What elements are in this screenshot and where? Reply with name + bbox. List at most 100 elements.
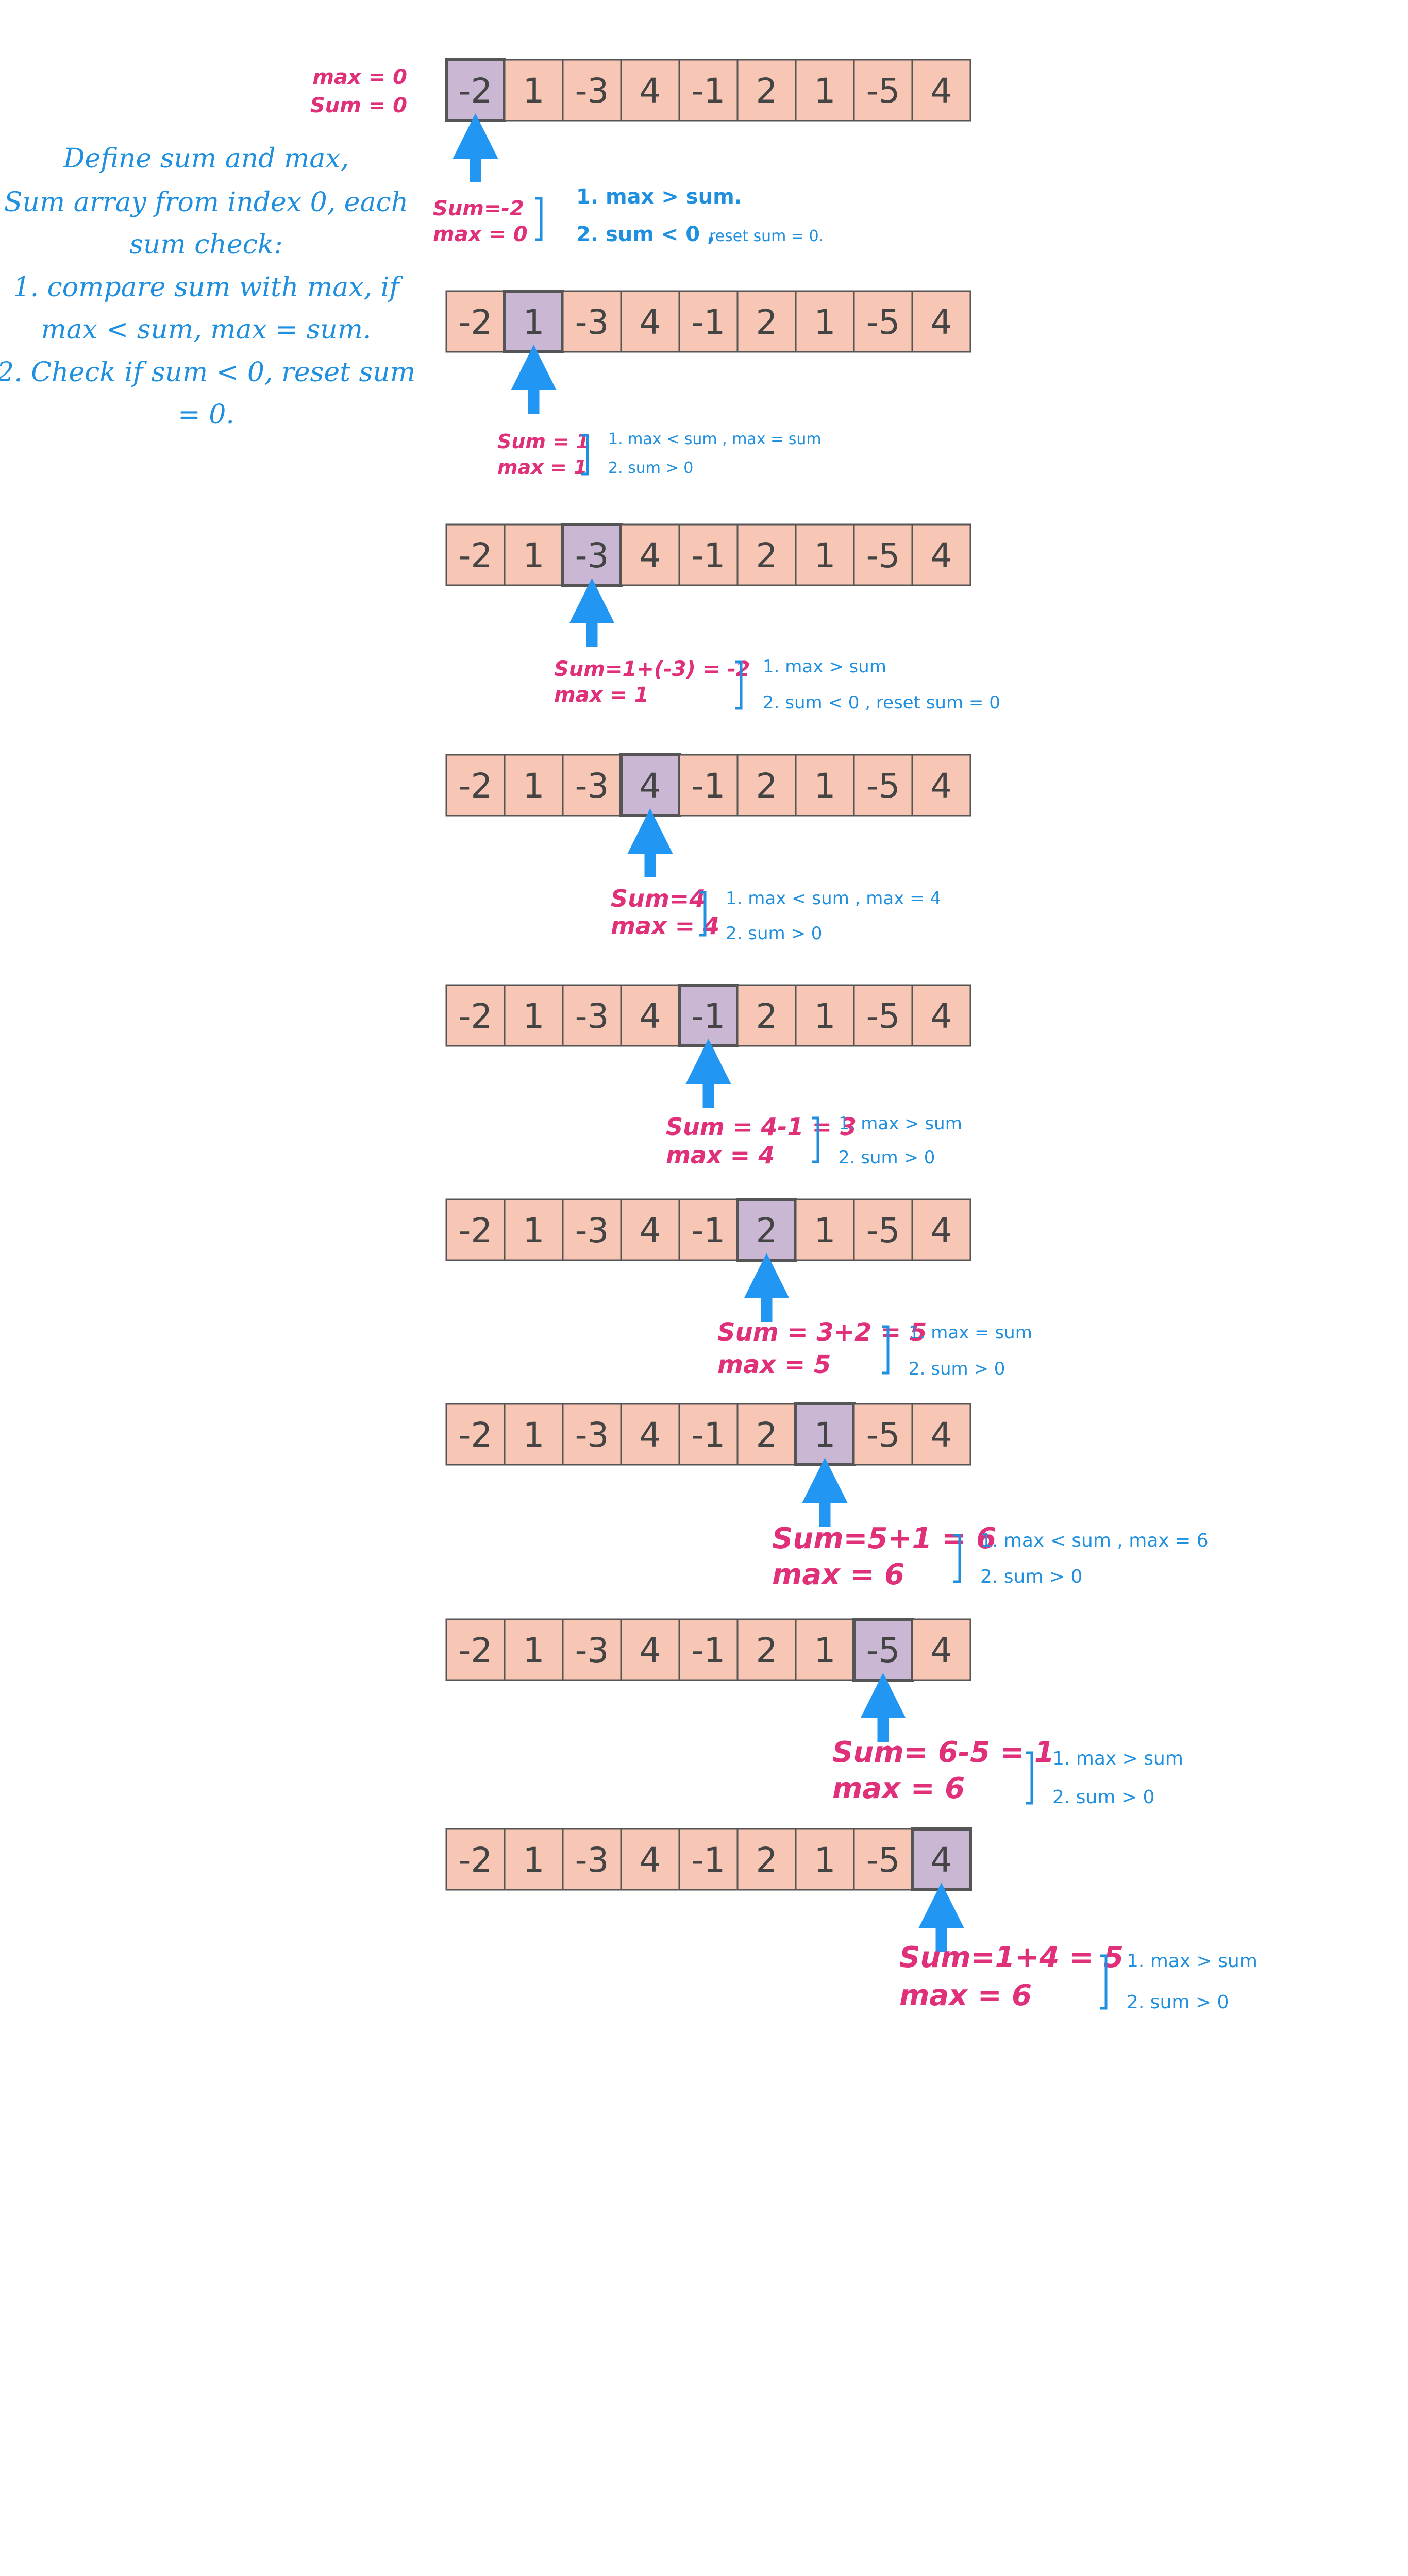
array-cell [853, 1403, 913, 1466]
array-cell [562, 1198, 622, 1261]
step-max-label: max = 5 [717, 1350, 831, 1379]
array-cell-value: 1 [814, 1631, 836, 1670]
array-cell [736, 1403, 797, 1466]
check-line-2: 2. sum < 0 , [576, 223, 715, 246]
array-cell-value: -3 [575, 302, 609, 342]
array-cell-value: 1 [523, 71, 545, 111]
array-cell [562, 984, 622, 1047]
array-cell-value: -3 [575, 766, 609, 806]
intro-line: = 0. [178, 399, 234, 430]
array-cell [445, 1618, 506, 1681]
bracket-icon [1026, 1751, 1033, 1805]
intro-line: sum check: [129, 229, 283, 260]
bracket-icon [735, 660, 743, 710]
array-cell [445, 1828, 506, 1891]
step-max-label: max = 0 [433, 223, 528, 246]
array-cell-value: 1 [814, 766, 836, 806]
array-cell-value: -1 [692, 1631, 726, 1670]
array-cell-value: 1 [523, 996, 545, 1036]
array-cell [911, 523, 971, 586]
array-cell [678, 1198, 739, 1261]
array-cell-value: 1 [814, 1211, 836, 1250]
array-cell-value: 4 [640, 996, 661, 1036]
step-max-label: max = 4 [666, 1141, 775, 1169]
check-line-1: 1. max > sum. [576, 185, 742, 209]
array-cell-value: 4 [931, 71, 952, 111]
array-cell-current [736, 1198, 797, 1262]
array-cell [795, 1618, 855, 1681]
bracket-icon [1100, 1954, 1108, 2010]
array-cell-value: 2 [756, 71, 778, 111]
bracket-icon [953, 1534, 961, 1583]
array-cell-value: -2 [459, 1211, 493, 1250]
array-cell-value: 1 [523, 1631, 545, 1670]
array-cell [504, 59, 564, 122]
array-cell [795, 1198, 855, 1261]
array-cell-value: -5 [866, 1631, 900, 1670]
step-sum-label: Sum=-2 [433, 197, 524, 221]
array-cell [445, 1403, 506, 1466]
init-max-label: max = 0 [312, 65, 407, 89]
array-cell-value: 4 [640, 766, 661, 806]
bracket-icon [812, 1116, 819, 1163]
array-cell-value: 1 [814, 71, 836, 111]
array-cell-value: 4 [931, 1840, 952, 1880]
array-cell-value: 4 [640, 536, 661, 575]
array-cell-value: -2 [459, 996, 493, 1036]
array-cell [562, 1618, 622, 1681]
array-cell [736, 59, 797, 122]
check-line-1: 1. max > sum [1052, 1748, 1183, 1769]
array-cell-value: 1 [523, 766, 545, 806]
array-cell [562, 59, 622, 122]
array-cell [678, 1403, 739, 1466]
check-line-2: 2. sum < 0 , reset sum = 0 [763, 692, 1000, 713]
array-cell-value: 2 [756, 1840, 778, 1880]
step-sum-label: Sum = 4-1 = 3 [666, 1113, 857, 1141]
check-line-1: 1. max > sum [839, 1113, 962, 1134]
step-max-label: max = 1 [497, 456, 588, 479]
array-cell-value: -3 [575, 1415, 609, 1455]
array-cell [911, 984, 971, 1047]
array-cell-value: 1 [814, 536, 836, 575]
array-cell [678, 59, 739, 122]
array-cell [504, 1828, 564, 1891]
step-sum-label: Sum=1+(-3) = -2 [554, 657, 750, 681]
check-line-2: 2. sum > 0 [608, 459, 693, 477]
array-cell-value: -5 [866, 1415, 900, 1455]
check-line-1: 1. max > sum [1127, 1951, 1258, 1972]
array-cell-value: -3 [575, 1840, 609, 1880]
check-line-2: 2. sum > 0 [839, 1147, 935, 1168]
array-cell-value: 2 [756, 766, 778, 806]
array-cell-value: 2 [756, 1415, 778, 1455]
array-cell-value: 4 [931, 536, 952, 575]
array-cell [504, 984, 564, 1047]
check-line-1: 1. max = sum [909, 1323, 1032, 1343]
array-cell-value: 4 [640, 1631, 661, 1670]
array-cell-value: -3 [575, 1631, 609, 1670]
step-max-label: max = 1 [554, 683, 649, 707]
array-cell [620, 984, 680, 1047]
intro-line: Sum array from index 0, each [4, 187, 408, 218]
step-max-label: max = 6 [832, 1772, 965, 1805]
array-cell [911, 59, 971, 122]
array-cell [736, 523, 797, 586]
array-cell [678, 1828, 739, 1891]
array-cell-value: -5 [866, 302, 900, 342]
array-cell-value: 1 [523, 1415, 545, 1455]
array-cell-value: 4 [640, 1415, 661, 1455]
array-cell-value: 4 [931, 1211, 952, 1250]
array-cell-value: 2 [756, 1211, 778, 1250]
array-cell [620, 1828, 680, 1891]
check-line-2: 2. sum > 0 [726, 923, 822, 944]
check-line-1: 1. max < sum , max = sum [608, 430, 822, 448]
array-cell-value: 1 [814, 1415, 836, 1455]
array-cell-value: 1 [523, 1840, 545, 1880]
array-cell-value: -1 [692, 71, 726, 111]
array-cell [853, 984, 913, 1047]
array-cell-value: -1 [692, 1415, 726, 1455]
array-cell [445, 523, 506, 586]
